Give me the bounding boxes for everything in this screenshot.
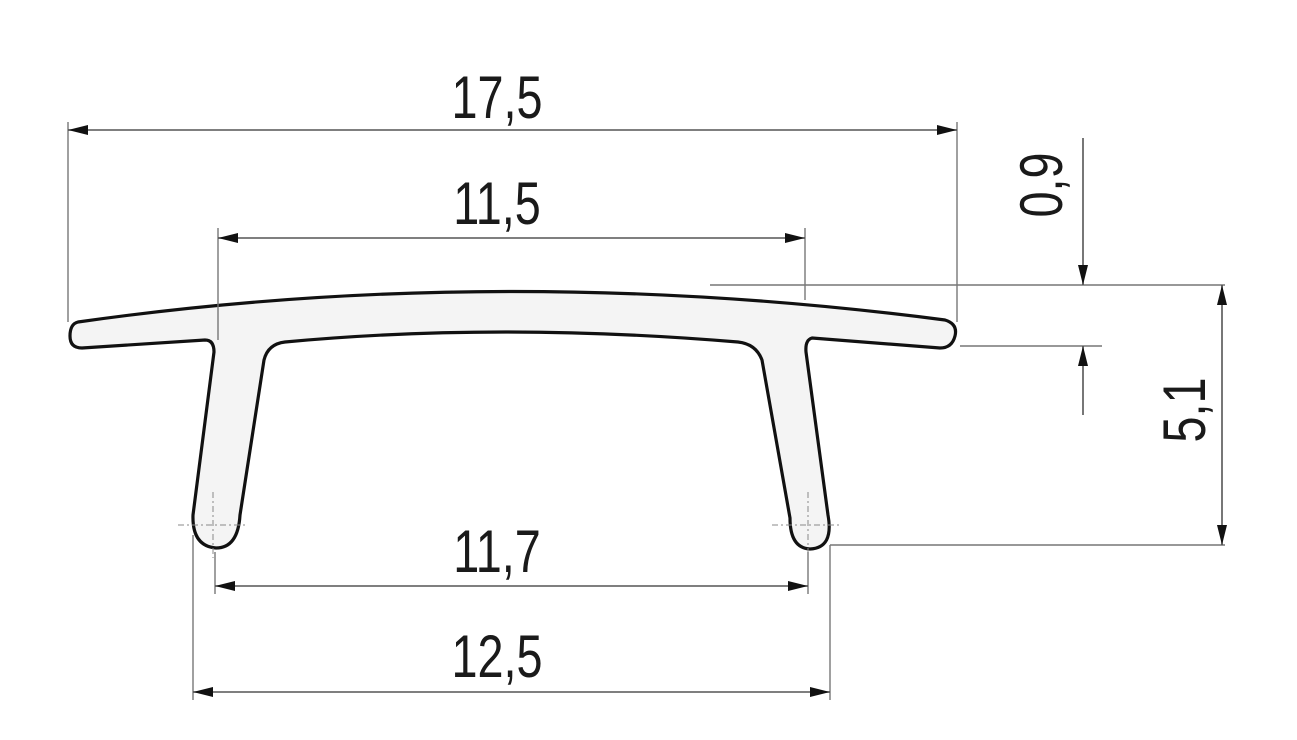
dim-total-height: 5,1	[1151, 377, 1218, 442]
dim-leg-inner-width: 11,7	[453, 518, 541, 585]
dim-top-thickness: 0,9	[1008, 152, 1075, 217]
dim-overall-width: 17,5	[451, 64, 542, 131]
dim-inner-top-width: 11,5	[453, 170, 541, 237]
extension-lines	[67, 122, 1225, 700]
centerlines	[178, 492, 842, 558]
dim-leg-outer-width: 12,5	[451, 623, 542, 690]
profile-section	[68, 289, 958, 551]
